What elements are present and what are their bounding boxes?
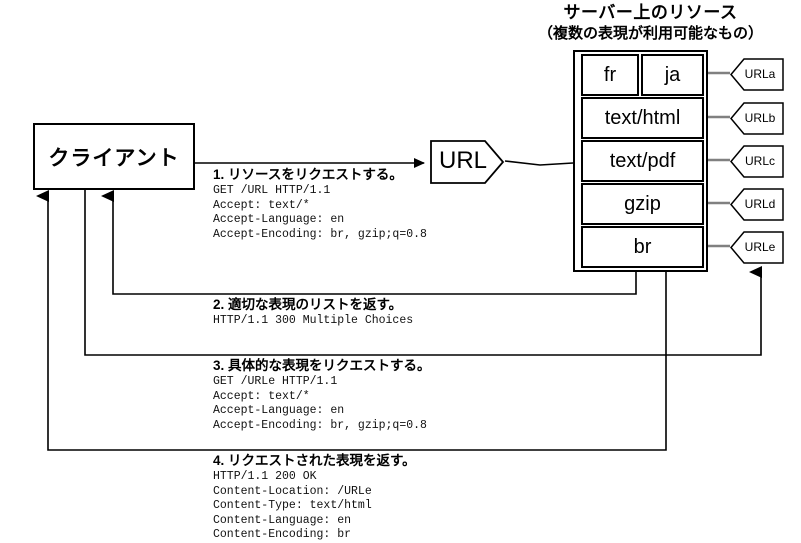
resource-box-ja[interactable]: ja <box>641 54 704 96</box>
step-3-body: GET /URLe HTTP/1.1 Accept: text/* Accept… <box>213 375 427 432</box>
resource-row-br: br <box>581 226 704 268</box>
step-4-title: 4. リクエストされた表現を返す。 <box>213 453 416 468</box>
resource-row-text-pdf: text/pdf <box>581 140 704 182</box>
resource-label-fr: fr <box>603 64 617 86</box>
step-3: 3. 具体的な表現をリクエストする。 GET /URLe HTTP/1.1 Ac… <box>213 357 431 433</box>
url-variant-label-urle: URLe <box>744 239 776 254</box>
resource-box-gzip[interactable]: gzip <box>581 183 704 225</box>
resource-label-gzip: gzip <box>624 193 661 215</box>
client-label: クライアント <box>48 146 180 170</box>
step-1-body: GET /URL HTTP/1.1 Accept: text/* Accept-… <box>213 184 427 241</box>
url-variant-urle[interactable]: URLe <box>730 231 784 264</box>
resource-row-text-html: text/html <box>581 97 704 139</box>
url-variant-label-urla: URLa <box>744 66 776 81</box>
step-4: 4. リクエストされた表現を返す。 HTTP/1.1 200 OK Conten… <box>213 452 416 543</box>
resource-label-text-pdf: text/pdf <box>609 150 676 172</box>
resource-box-fr[interactable]: fr <box>581 54 639 96</box>
resource-row-language: fr ja <box>581 54 704 96</box>
resource-box-text-pdf[interactable]: text/pdf <box>581 140 704 182</box>
resource-row-gzip: gzip <box>581 183 704 225</box>
url-pentagon-shape <box>430 140 505 184</box>
url-node[interactable]: URL <box>430 140 505 184</box>
url-variant-label-urld: URLd <box>744 196 776 211</box>
step-1-title: 1. リソースをリクエストする。 <box>213 167 403 182</box>
client-box[interactable]: クライアント <box>33 123 195 190</box>
resource-box-text-html[interactable]: text/html <box>581 97 704 139</box>
url-variant-label-urlc: URLc <box>744 153 775 168</box>
url-variant-urla[interactable]: URLa <box>730 58 784 91</box>
step-2-title: 2. 適切な表現のリストを返す。 <box>213 297 403 312</box>
url-variant-pentagon-shape <box>730 102 784 135</box>
url-variant-pentagon-shape <box>730 188 784 221</box>
url-variant-urlb[interactable]: URLb <box>730 102 784 135</box>
step-2: 2. 適切な表現のリストを返す。 HTTP/1.1 300 Multiple C… <box>213 296 413 329</box>
url-variant-urlc[interactable]: URLc <box>730 145 784 178</box>
step-3-title: 3. 具体的な表現をリクエストする。 <box>213 358 431 373</box>
step-2-body: HTTP/1.1 300 Multiple Choices <box>213 314 414 327</box>
resource-label-text-html: text/html <box>604 107 681 129</box>
server-group-title: サーバー上のリソース <box>563 3 738 22</box>
server-group-subtitle: （複数の表現が利用可能なもの） <box>537 25 763 42</box>
step-1: 1. リソースをリクエストする。 GET /URL HTTP/1.1 Accep… <box>213 166 427 242</box>
url-variant-pentagon-shape <box>730 231 784 264</box>
url-variant-label-urlb: URLb <box>744 110 776 125</box>
url-variant-urld[interactable]: URLd <box>730 188 784 221</box>
step-4-body: HTTP/1.1 200 OK Content-Location: /URLe … <box>213 470 372 541</box>
resource-label-ja: ja <box>664 64 681 86</box>
resource-label-br: br <box>633 236 652 258</box>
url-variant-pentagon-shape <box>730 145 784 178</box>
resource-box-br[interactable]: br <box>581 226 704 268</box>
url-variant-pentagon-shape <box>730 58 784 91</box>
url-node-label: URL <box>439 147 488 174</box>
